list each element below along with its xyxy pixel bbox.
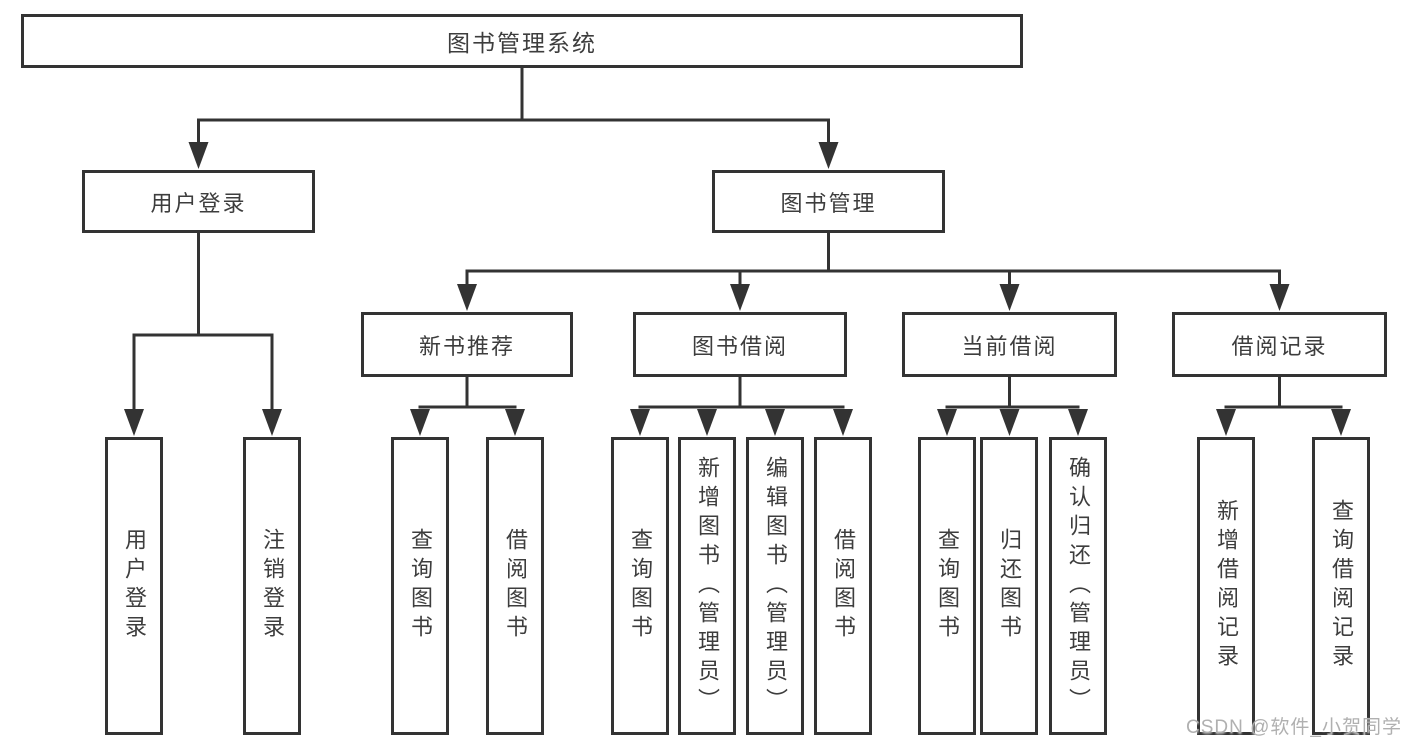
leaf-query-books-recommend-label: 查询图书 bbox=[408, 528, 433, 644]
leaf-add-books-admin: 新增图书（管理员） bbox=[678, 437, 736, 735]
leaf-add-borrowing-record: 新增借阅记录 bbox=[1197, 437, 1255, 735]
leaf-query-books-recommend: 查询图书 bbox=[391, 437, 449, 735]
leaf-borrow-books-recommend-label: 借阅图书 bbox=[503, 528, 528, 644]
leaf-edit-books-admin-label: 编辑图书（管理员） bbox=[763, 455, 788, 717]
watermark: CSDN @软件_小贺同学 bbox=[1186, 717, 1402, 738]
leaf-user-login: 用户登录 bbox=[105, 437, 163, 735]
arrowhead-icons bbox=[124, 142, 1351, 436]
leaf-add-borrowing-record-label: 新增借阅记录 bbox=[1214, 499, 1239, 673]
leaf-query-books-current: 查询图书 bbox=[918, 437, 976, 735]
leaf-confirm-return-admin: 确认归还（管理员） bbox=[1049, 437, 1107, 735]
leaf-query-borrowing-record-label: 查询借阅记录 bbox=[1329, 499, 1354, 673]
node-new-book-recommendation: 新书推荐 bbox=[361, 312, 573, 377]
node-library-management-system: 图书管理系统 bbox=[21, 14, 1023, 68]
leaf-logout: 注销登录 bbox=[243, 437, 301, 735]
leaf-return-books-label: 归还图书 bbox=[997, 528, 1022, 644]
node-book-borrowing: 图书借阅 bbox=[633, 312, 847, 377]
leaf-user-login-label: 用户登录 bbox=[122, 528, 147, 644]
leaf-return-books: 归还图书 bbox=[980, 437, 1038, 735]
leaf-confirm-return-admin-label: 确认归还（管理员） bbox=[1066, 455, 1091, 717]
node-book-management: 图书管理 bbox=[712, 170, 945, 233]
node-borrowing-records: 借阅记录 bbox=[1172, 312, 1387, 377]
node-user-login: 用户登录 bbox=[82, 170, 315, 233]
leaf-query-books-current-label: 查询图书 bbox=[935, 528, 960, 644]
leaf-logout-label: 注销登录 bbox=[260, 528, 285, 644]
leaf-borrow-books-borrowing: 借阅图书 bbox=[814, 437, 872, 735]
leaf-query-books-borrowing-label: 查询图书 bbox=[628, 528, 653, 644]
leaf-add-books-admin-label: 新增图书（管理员） bbox=[695, 455, 720, 717]
leaf-borrow-books-borrowing-label: 借阅图书 bbox=[831, 528, 856, 644]
leaf-edit-books-admin: 编辑图书（管理员） bbox=[746, 437, 804, 735]
leaf-query-books-borrowing: 查询图书 bbox=[611, 437, 669, 735]
leaf-query-borrowing-record: 查询借阅记录 bbox=[1312, 437, 1370, 735]
leaf-borrow-books-recommend: 借阅图书 bbox=[486, 437, 544, 735]
node-current-borrowing: 当前借阅 bbox=[902, 312, 1117, 377]
